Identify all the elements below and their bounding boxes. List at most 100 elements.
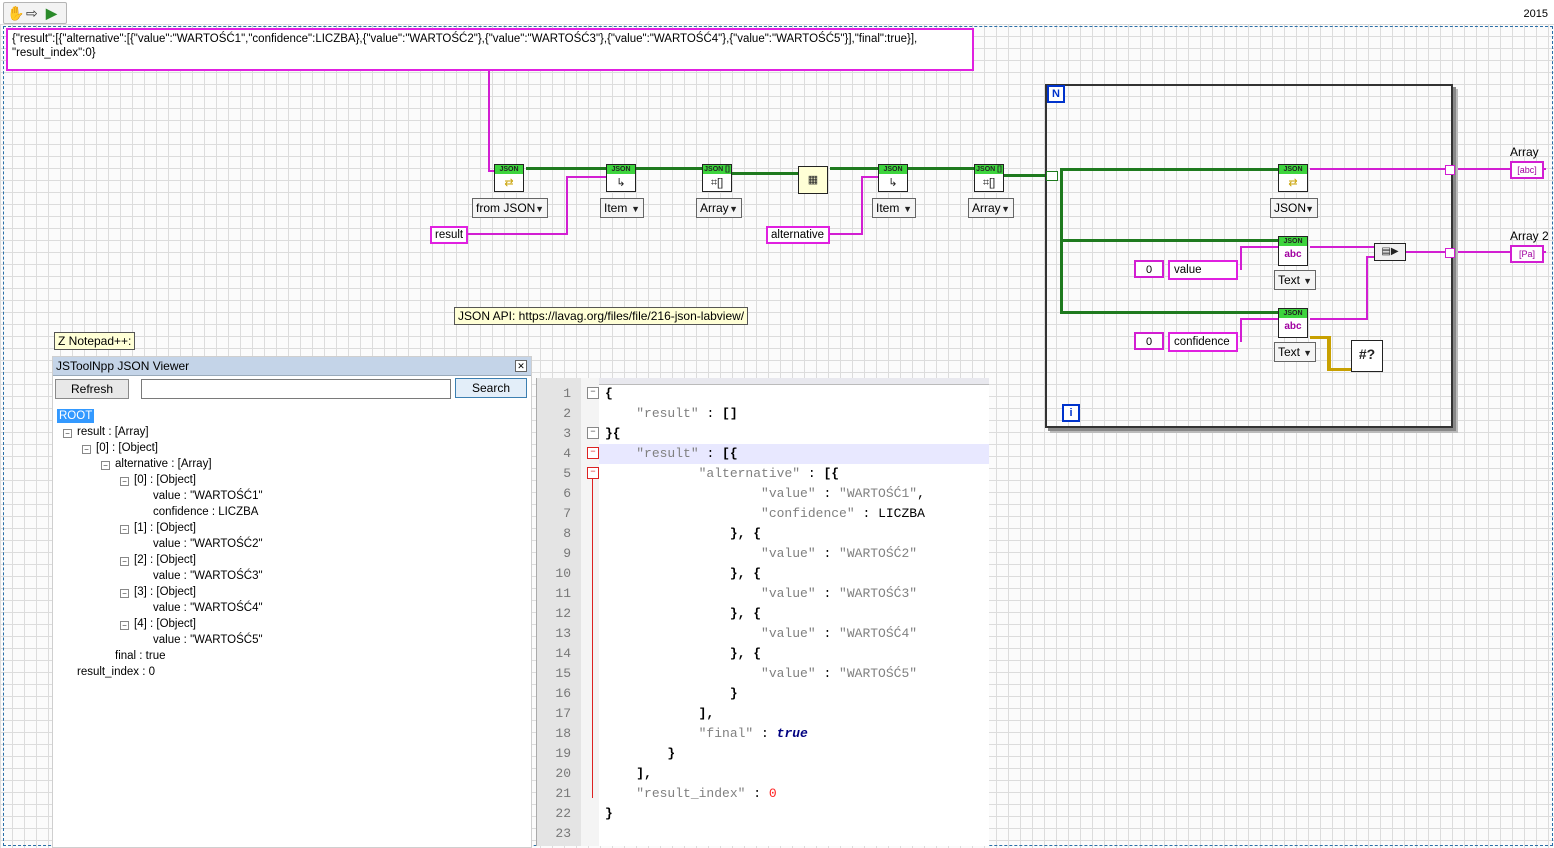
code-line: "value" : "WARTOŚĆ2" xyxy=(761,546,918,561)
collapse-icon[interactable]: − xyxy=(120,557,129,566)
from-json-node[interactable]: JSON ⇄ xyxy=(494,164,524,192)
get-text-node[interactable]: JSON abc xyxy=(1278,236,1308,266)
string-wire xyxy=(1240,318,1242,342)
tree-node-alt-1[interactable]: [1] : [Object] xyxy=(134,522,196,534)
code-line: "value" : "WARTOŚĆ1", xyxy=(761,486,925,501)
to-json-node[interactable]: JSON ⇄ xyxy=(1278,164,1308,192)
hand-tool-icon[interactable]: ✋ xyxy=(7,5,25,21)
collapse-icon[interactable]: − xyxy=(120,589,129,598)
alternative-key-constant[interactable]: alternative xyxy=(766,226,830,244)
auto-index-tunnel[interactable] xyxy=(1046,171,1058,181)
line-number: 19 xyxy=(555,746,571,761)
get-item-icon: ↳ xyxy=(888,177,898,189)
node-header: JSON xyxy=(607,165,635,174)
build-array-node[interactable]: ▤▶ xyxy=(1374,243,1406,261)
string-wire xyxy=(566,176,606,178)
code-line: "value" : "WARTOŚĆ3" xyxy=(761,586,918,601)
arrow-tool-icon[interactable]: ⇨ xyxy=(26,5,38,21)
code-editor[interactable]: 1{2 "result" : []3}{4 "result" : [{5 "al… xyxy=(536,378,989,846)
confidence-key-constant[interactable]: confidence xyxy=(1168,332,1238,352)
variant-wire xyxy=(1310,336,1330,339)
collapse-icon[interactable]: − xyxy=(120,477,129,486)
get-item-node[interactable]: JSON ↳ xyxy=(606,164,636,192)
tool-palette[interactable]: ✋ ⇨ ▶ xyxy=(3,2,67,24)
search-input[interactable] xyxy=(141,379,451,399)
collapse-icon[interactable]: − xyxy=(120,525,129,534)
string-wire xyxy=(1240,246,1242,270)
string-wire xyxy=(829,233,863,235)
tree-leaf-value-3[interactable]: value : "WARTOŚĆ3" xyxy=(153,570,263,582)
string-wire xyxy=(466,233,568,235)
result-key-constant[interactable]: result xyxy=(430,226,468,244)
array-ring-2[interactable]: Array xyxy=(968,198,1014,218)
tree-leaf-final[interactable]: final : true xyxy=(115,650,166,662)
from-json-ring[interactable]: from JSON xyxy=(472,198,548,218)
json-string-line-1: {"result":[{"alternative":[{"value":"WAR… xyxy=(12,33,918,45)
tree-leaf-value-1[interactable]: value : "WARTOŚĆ1" xyxy=(153,490,263,502)
get-array-node-2[interactable]: JSON [] ⌗[] xyxy=(974,164,1004,192)
line-number: 17 xyxy=(555,706,571,721)
array-indicator[interactable]: [abc] xyxy=(1510,161,1544,179)
node-header: JSON xyxy=(1279,165,1307,174)
collapse-icon[interactable]: − xyxy=(120,621,129,630)
code-line: }, { xyxy=(729,566,762,581)
collapse-icon[interactable]: − xyxy=(63,429,72,438)
array-2-indicator[interactable]: [Pa] xyxy=(1510,245,1544,263)
loop-count-terminal[interactable]: N xyxy=(1047,85,1065,103)
value-key-constant[interactable]: value xyxy=(1168,260,1238,280)
close-icon[interactable]: ✕ xyxy=(515,360,527,372)
tree-node-alt-4[interactable]: [4] : [Object] xyxy=(134,618,196,630)
item-ring-2[interactable]: Item xyxy=(872,198,916,218)
tree-root[interactable]: ROOT xyxy=(57,409,95,423)
tree-leaf-value-5[interactable]: value : "WARTOŚĆ5" xyxy=(153,634,263,646)
json-wire xyxy=(1060,168,1278,171)
fold-toggle-icon[interactable]: − xyxy=(587,447,599,459)
build-array-icon: ▤▶ xyxy=(1381,246,1399,257)
line-number-gutter xyxy=(537,378,581,846)
search-button[interactable]: Search xyxy=(455,378,527,398)
tree-node-result[interactable]: result : [Array] xyxy=(77,426,149,438)
code-line: }, { xyxy=(729,526,762,541)
get-item-node-2[interactable]: JSON ↳ xyxy=(878,164,908,192)
text-ring-2[interactable]: Text xyxy=(1274,342,1316,362)
toolbar: ✋ ⇨ ▶ 2015 xyxy=(0,0,1554,24)
get-text-node-2[interactable]: JSON abc xyxy=(1278,308,1308,338)
default-numeric-constant-2[interactable]: 0 xyxy=(1134,332,1164,350)
tree-node-result-0[interactable]: [0] : [Object] xyxy=(96,442,158,454)
tree-leaf-value-4[interactable]: value : "WARTOŚĆ4" xyxy=(153,602,263,614)
array-ring[interactable]: Array xyxy=(696,198,742,218)
tree-node-alt-2[interactable]: [2] : [Object] xyxy=(134,554,196,566)
code-line: } xyxy=(667,746,676,761)
tree-leaf-result-index[interactable]: result_index : 0 xyxy=(77,666,155,678)
collapse-icon[interactable]: − xyxy=(101,461,110,470)
fold-toggle-icon[interactable]: − xyxy=(587,427,599,439)
tree-leaf-confidence[interactable]: confidence : LICZBA xyxy=(153,506,259,518)
tree-node-alt-0[interactable]: [0] : [Object] xyxy=(134,474,196,486)
variant-to-data-node[interactable]: #? xyxy=(1351,340,1383,372)
default-numeric-constant[interactable]: 0 xyxy=(1134,260,1164,278)
item-ring[interactable]: Item xyxy=(600,198,644,218)
refresh-button[interactable]: Refresh xyxy=(55,379,129,399)
variant-wire xyxy=(1327,368,1351,371)
collapse-icon[interactable]: − xyxy=(82,445,91,454)
code-line: "result" : [{ xyxy=(636,446,738,461)
json-wire xyxy=(1060,311,1278,314)
string-wire xyxy=(861,176,878,178)
get-array-node[interactable]: JSON [] ⌗[] xyxy=(702,164,732,192)
tree-leaf-value-2[interactable]: value : "WARTOŚĆ2" xyxy=(153,538,263,550)
tree-node-alternative[interactable]: alternative : [Array] xyxy=(115,458,212,470)
output-tunnel[interactable] xyxy=(1445,165,1455,175)
line-number: 21 xyxy=(555,786,571,801)
fold-toggle-icon[interactable]: − xyxy=(587,467,599,479)
json-ring[interactable]: JSON xyxy=(1270,198,1318,218)
text-ring[interactable]: Text xyxy=(1274,270,1316,290)
json-string-constant[interactable]: {"result":[{"alternative":[{"value":"WAR… xyxy=(6,28,974,71)
index-array-node[interactable]: ▦ xyxy=(798,166,828,194)
loop-iteration-terminal[interactable]: i xyxy=(1062,404,1080,422)
output-tunnel-2[interactable] xyxy=(1445,248,1455,258)
fold-toggle-icon[interactable]: − xyxy=(587,387,599,399)
string-wire xyxy=(1454,168,1510,170)
json-wire xyxy=(526,167,606,170)
string-wire xyxy=(1454,251,1510,253)
tree-node-alt-3[interactable]: [3] : [Object] xyxy=(134,586,196,598)
